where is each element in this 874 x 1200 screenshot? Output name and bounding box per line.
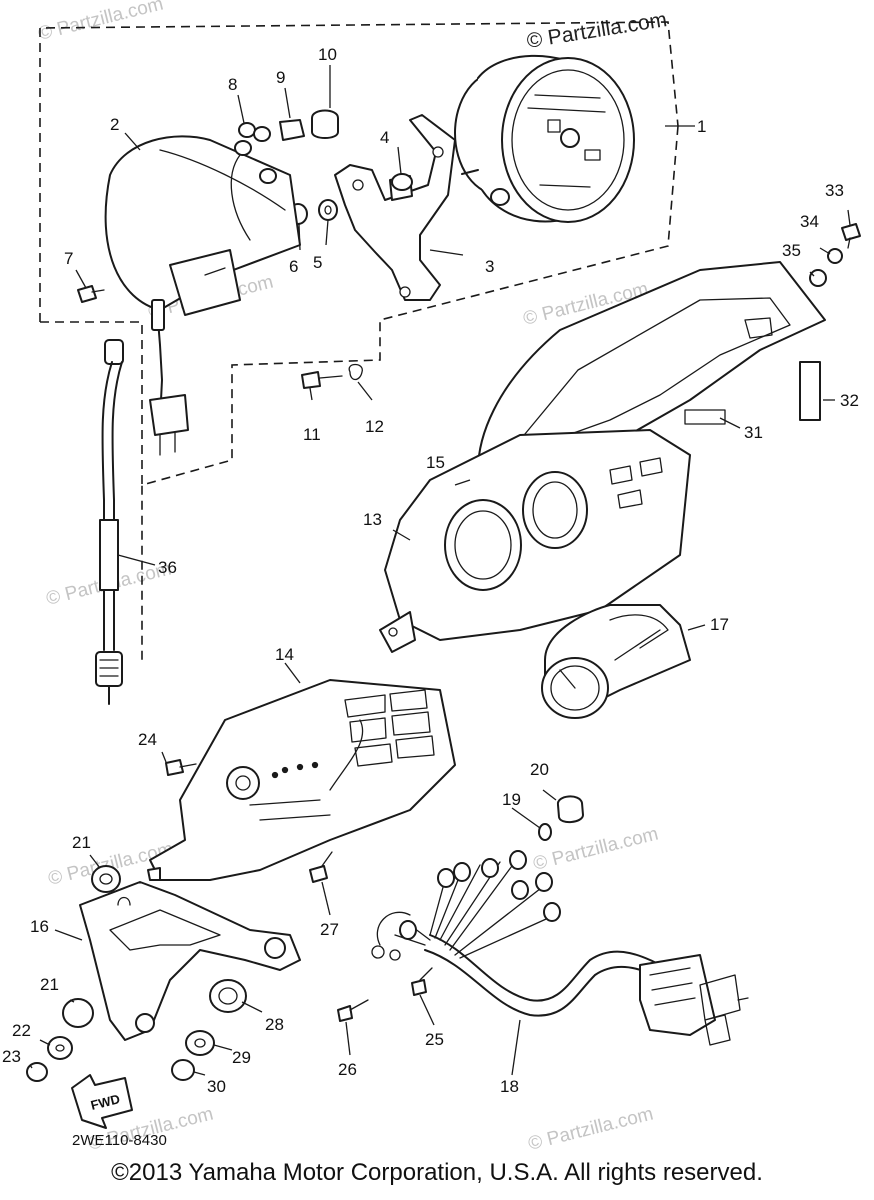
assembly-outline — [39, 21, 679, 660]
watermark-top: © Partzilla.com — [525, 8, 668, 53]
part-number: 26 — [338, 1060, 357, 1079]
part-number: 12 — [365, 417, 384, 436]
part-number: 24 — [138, 730, 157, 749]
part-number: 19 — [502, 790, 521, 809]
forward-arrow-icon: FWD — [71, 1074, 133, 1129]
diagram-code: 2WE110-8430 — [72, 1132, 167, 1149]
part-number: 1 — [697, 117, 706, 136]
part-number: 25 — [425, 1030, 444, 1049]
housing-lower — [147, 679, 456, 881]
part-number: 11 — [303, 425, 321, 444]
meter-case — [104, 135, 301, 316]
part-number: 16 — [30, 917, 49, 936]
leader-lines — [29, 65, 851, 1076]
copyright-notice: ©2013 Yamaha Motor Corporation, U.S.A. A… — [111, 1159, 763, 1186]
part-number: 27 — [320, 920, 339, 939]
part-number: 20 — [530, 760, 549, 779]
wiring-harness — [371, 850, 749, 1046]
meter-assembly — [454, 54, 635, 223]
part-number: 5 — [313, 253, 322, 272]
part-number: 31 — [744, 423, 763, 442]
part-number: 36 — [158, 558, 177, 577]
meter-bracket — [334, 114, 456, 301]
part-number: 21 — [72, 833, 91, 852]
part-number: 33 — [825, 181, 844, 200]
part-number: 23 — [2, 1047, 21, 1066]
part-number: 18 — [500, 1077, 519, 1096]
part-number: 28 — [265, 1015, 284, 1034]
part-number: 29 — [232, 1048, 251, 1067]
part-number: 22 — [12, 1021, 31, 1040]
strip — [799, 361, 821, 421]
bulbs — [230, 109, 339, 241]
part-number: 8 — [228, 75, 237, 94]
part-number: 34 — [800, 212, 819, 231]
part-number: 17 — [710, 615, 729, 634]
mounting-plate — [79, 881, 301, 1041]
part-number: 14 — [275, 645, 294, 664]
part-number: 30 — [207, 1077, 226, 1096]
part-number: 3 — [485, 257, 494, 276]
part-number: 13 — [363, 510, 382, 529]
fwd-label: FWD — [89, 1091, 121, 1113]
part-number: 21 — [40, 975, 59, 994]
part-number: 35 — [782, 241, 801, 260]
part-number: 7 — [64, 249, 73, 268]
watermark: © Partzilla.com — [526, 1104, 655, 1155]
part-number: 32 — [840, 391, 859, 410]
part-number: 10 — [318, 45, 337, 64]
watermark: © Partzilla.com — [36, 0, 165, 45]
part-numbers: 1 2 3 4 5 6 7 8 9 10 11 12 13 14 15 16 1… — [2, 45, 859, 1096]
part-number: 4 — [380, 128, 389, 147]
part-number: 6 — [289, 257, 298, 276]
gauge-unit — [541, 604, 691, 719]
speedometer-cable — [95, 339, 124, 705]
part-number: 15 — [426, 453, 445, 472]
part-number: 9 — [276, 68, 285, 87]
part-number: 2 — [110, 115, 119, 134]
